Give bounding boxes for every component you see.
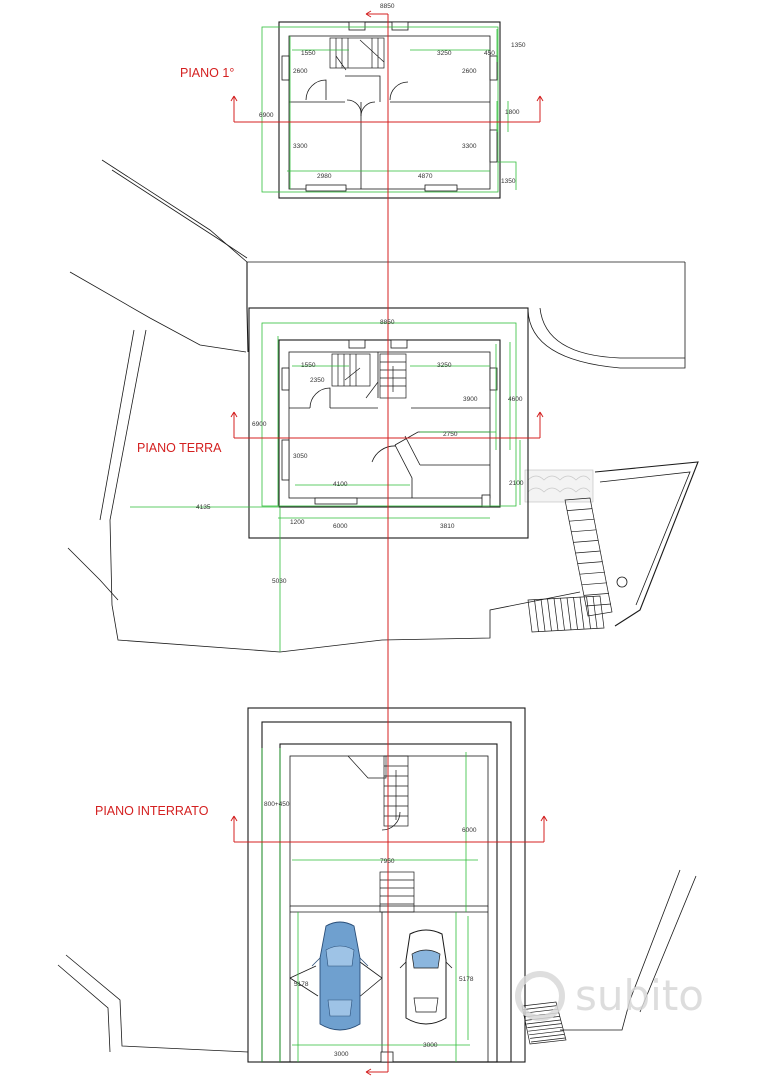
rocky-terrain <box>524 469 594 503</box>
dim-first-2980: 2980 <box>317 173 332 180</box>
dim-ground-2750: 2750 <box>443 431 458 438</box>
dim-first-4870: 4870 <box>418 173 433 180</box>
stair-tread <box>573 597 578 630</box>
stair-tread <box>585 603 612 607</box>
stair-tread <box>586 596 591 629</box>
basement-plan <box>247 707 526 1063</box>
subito-watermark: subito <box>515 971 704 1021</box>
dim-first-total-width: 8850 <box>380 3 395 10</box>
dim-ground-3900: 3900 <box>463 396 478 403</box>
stair-tread <box>540 599 546 632</box>
dim-first-2600-right: 2600 <box>462 68 477 75</box>
dim-basement-5178-left: 5178 <box>294 981 309 988</box>
stair-tread <box>579 596 585 629</box>
stair-tread <box>530 1037 566 1043</box>
dim-first-3300-right: 3300 <box>462 143 477 150</box>
stair-tread <box>573 540 599 543</box>
dim-first-1350-bottom: 1350 <box>501 178 516 185</box>
stair-tread <box>567 508 593 511</box>
subito-logo-text: subito <box>575 971 704 1020</box>
floor-label-first: PIANO 1° <box>180 66 234 80</box>
first-floor-dimensions: 8850 1550 3250 450 1350 2600 2600 6900 1… <box>259 3 526 185</box>
ground-floor-dimensions: 8850 1550 2350 3250 6900 3900 4600 2750 … <box>196 319 524 585</box>
dim-ground-2350: 2350 <box>310 377 325 384</box>
dim-ground-1550: 1550 <box>301 362 316 369</box>
car-white-icon <box>399 929 453 1025</box>
dim-first-6900: 6900 <box>259 112 274 119</box>
dim-ground-2100: 2100 <box>509 480 524 487</box>
dim-ground-5030: 5030 <box>272 578 287 585</box>
dim-ground-1200: 1200 <box>290 519 305 526</box>
stair-tread <box>592 595 598 629</box>
stair-tread <box>571 529 597 533</box>
first-floor-plan <box>261 21 517 199</box>
stair-tread <box>575 550 601 554</box>
stair-tread <box>534 599 539 632</box>
dim-first-1550: 1550 <box>301 50 316 57</box>
dim-basement-7950: 7950 <box>380 858 395 865</box>
stair-tread <box>529 1030 564 1036</box>
dim-first-3250: 3250 <box>437 50 452 57</box>
stair-tread <box>526 1019 561 1025</box>
floor-label-ground: PIANO TERRA <box>137 441 222 455</box>
dim-ground-3250: 3250 <box>437 362 452 369</box>
dim-basement-5178-right: 5178 <box>459 976 474 983</box>
stair-tread <box>569 518 595 522</box>
basement-terrain <box>57 869 697 1053</box>
dim-basement-800-450: 800+450 <box>264 801 290 808</box>
stair-tread <box>560 597 565 631</box>
dim-basement-6000: 6000 <box>462 827 477 834</box>
stair-tread <box>530 1034 565 1039</box>
stair-tread <box>553 598 559 631</box>
dim-ground-3050: 3050 <box>293 453 308 460</box>
stair-tread <box>528 1026 563 1032</box>
dim-basement-3000-left: 3000 <box>334 1051 349 1058</box>
dim-basement-3000-right: 3000 <box>423 1042 438 1049</box>
floor-label-basement: PIANO INTERRATO <box>95 804 209 818</box>
dim-ground-6900: 6900 <box>252 421 267 428</box>
stair-tread <box>547 598 552 631</box>
stair-tread <box>577 561 603 564</box>
ground-floor-plan <box>130 307 529 652</box>
section-lines <box>230 10 548 1076</box>
dim-ground-6000: 6000 <box>333 523 348 530</box>
stair-tread <box>581 582 607 586</box>
dim-ground-4135: 4135 <box>196 504 211 511</box>
stair-tread <box>583 593 609 596</box>
dim-ground-4600: 4600 <box>508 396 523 403</box>
dim-ground-total-width: 8850 <box>380 319 395 326</box>
car-blue-icon <box>311 921 369 1031</box>
dim-first-1350-top: 1350 <box>511 42 526 49</box>
site-boundary <box>67 159 699 653</box>
basement-dimensions: 800+450 6000 7950 5178 5178 3000 3000 <box>264 801 477 1058</box>
stair-tread <box>579 571 605 575</box>
stair-tread <box>527 1023 562 1028</box>
external-stair <box>527 497 628 633</box>
dim-first-1800: 1800 <box>505 109 520 116</box>
stair-tread <box>522 1005 557 1010</box>
dim-first-3300-left: 3300 <box>293 143 308 150</box>
stair-tread <box>566 597 572 630</box>
dim-ground-4100: 4100 <box>333 481 348 488</box>
dim-first-2600-left: 2600 <box>293 68 308 75</box>
dim-ground-3810: 3810 <box>440 523 455 530</box>
dim-first-450: 450 <box>484 50 495 57</box>
